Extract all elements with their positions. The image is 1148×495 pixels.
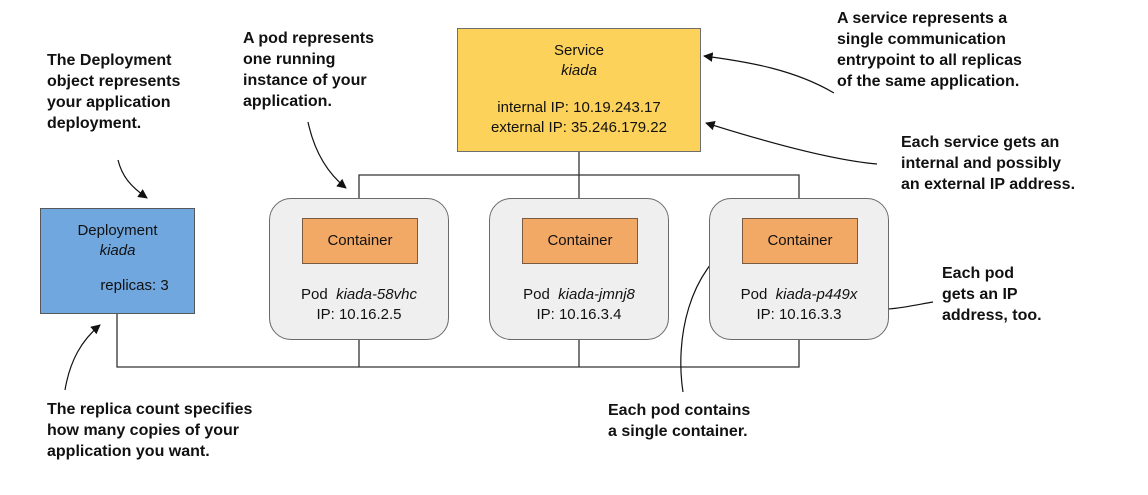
annotation-service-represents: A service represents a single communicat…	[837, 10, 1022, 90]
arrow-service-ip	[705, 121, 878, 165]
deployment-name: kiada	[99, 242, 136, 259]
pod-ip: IP: 10.16.3.4	[536, 306, 622, 323]
pod-box: Container Pod kiada-p449x IP: 10.16.3.3	[709, 198, 889, 340]
annotation-replica-count: The replica count specifies how many cop…	[47, 401, 253, 460]
arrow-deployment-object	[117, 159, 148, 199]
pod-prefix: Pod	[740, 286, 768, 303]
pod-box: Container Pod kiada-jmnj8 IP: 10.16.3.4	[489, 198, 669, 340]
pod-name: kiada-jmnj8	[558, 286, 635, 303]
annotation-deployment-object: The Deployment object represents your ap…	[47, 52, 181, 132]
annotation-pod-contains: Each pod contains a single container.	[608, 402, 751, 440]
pod-name: kiada-p449x	[775, 286, 858, 303]
deployment-replicas: replicas: 3	[100, 277, 169, 294]
deployment-connector	[116, 314, 800, 368]
arrow-service-represents	[703, 52, 835, 94]
pod-name: kiada-58vhc	[336, 286, 417, 303]
pod-prefix: Pod	[523, 286, 550, 303]
service-connector	[358, 152, 800, 198]
annotation-pod-ip: Each pod gets an IP address, too.	[942, 265, 1042, 324]
annotation-pod-represents: A pod represents one running instance of…	[243, 30, 374, 110]
arrow-replica-count	[64, 324, 101, 391]
container-box: Container	[302, 218, 418, 264]
service-name: kiada	[561, 62, 597, 79]
container-box: Container	[742, 218, 858, 264]
deployment-box: Deployment kiada replicas: 3	[40, 208, 195, 314]
service-internal-ip: internal IP: 10.19.243.17	[497, 99, 661, 116]
deployment-title: Deployment	[77, 222, 158, 239]
pod-prefix: Pod	[301, 286, 328, 303]
service-external-ip: external IP: 35.246.179.22	[491, 119, 667, 136]
pod-box: Container Pod kiada-58vhc IP: 10.16.2.5	[269, 198, 449, 340]
pod-ip: IP: 10.16.2.5	[316, 306, 402, 323]
service-box: Service kiada internal IP: 10.19.243.17 …	[457, 28, 701, 152]
container-box: Container	[522, 218, 638, 264]
pod-ip: IP: 10.16.3.3	[756, 306, 842, 323]
annotation-service-ip: Each service gets an internal and possib…	[901, 134, 1076, 193]
arrow-pod-represents	[307, 121, 347, 189]
service-title: Service	[553, 42, 605, 59]
